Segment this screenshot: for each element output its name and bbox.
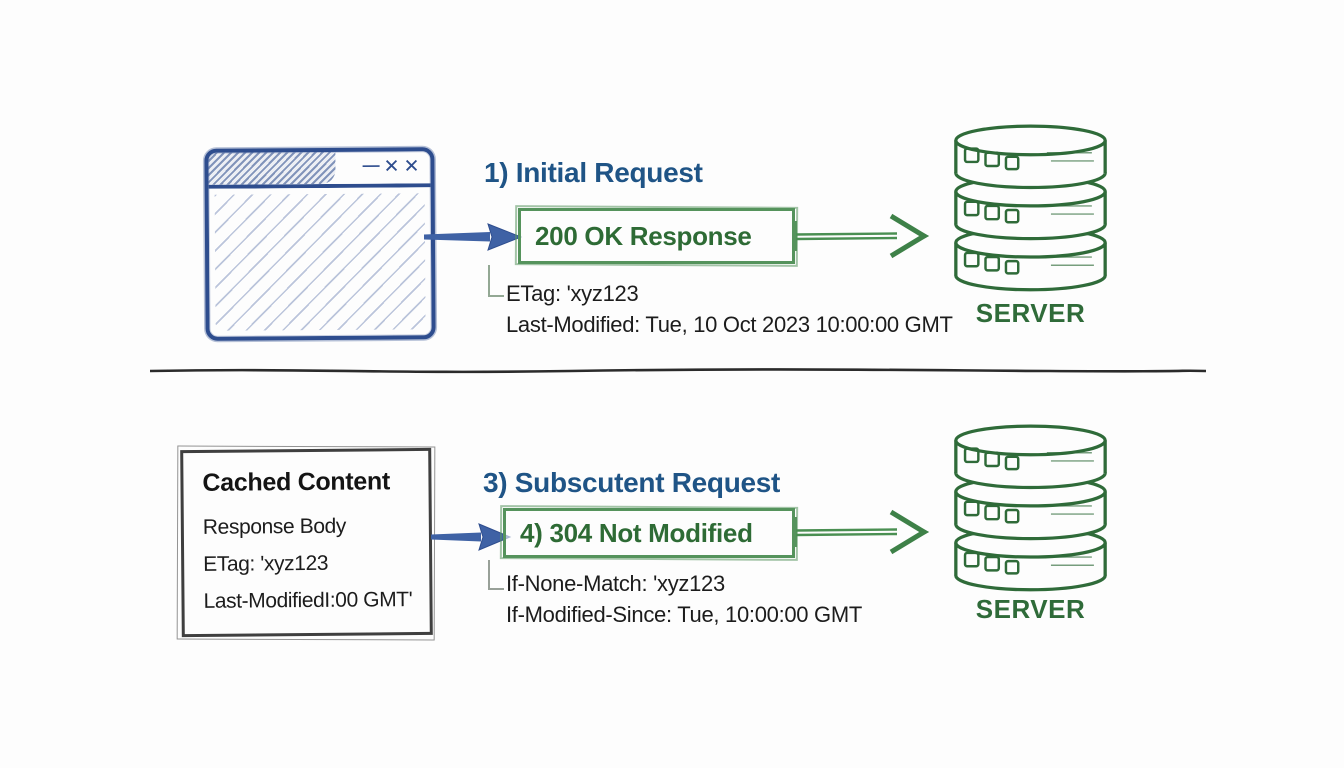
server-icon-top bbox=[954, 124, 1107, 292]
window-controls: —✕✕ bbox=[363, 153, 424, 181]
if-none-match-line: If-None-Match: 'xyz123 bbox=[506, 571, 725, 596]
step-label-initial-request: 1) Initial Request bbox=[484, 157, 703, 188]
browser-content-hatch bbox=[214, 193, 426, 331]
browser-window-icon: —✕✕ bbox=[204, 147, 436, 341]
response-box-200-ok: 200 OK Response bbox=[518, 208, 795, 264]
close-icon: ✕ bbox=[383, 156, 404, 178]
header-bracket-top bbox=[488, 265, 504, 297]
step-label-subsequent-request: 3) Subscutent Request bbox=[483, 467, 781, 498]
titlebar-hatch bbox=[208, 151, 336, 185]
close-icon: ✕ bbox=[403, 156, 424, 178]
section-divider bbox=[150, 368, 1206, 374]
cached-content-title: Cached Content bbox=[202, 467, 391, 497]
response-arrow-top bbox=[795, 213, 930, 259]
request-arrow-top bbox=[424, 223, 523, 251]
header-bracket-bottom bbox=[488, 560, 504, 590]
request-arrow-bottom bbox=[431, 523, 512, 551]
cache-response-body-line: Response Body bbox=[202, 514, 347, 539]
response-box-label: 200 OK Response bbox=[535, 220, 752, 251]
cache-last-modified-line: Last-ModifiedI:00 GMT' bbox=[203, 588, 413, 613]
cached-content-box: Cached Content Response Body ETag: 'xyz1… bbox=[180, 447, 433, 638]
etag-header-line: ETag: 'xyz123 bbox=[506, 281, 639, 306]
response-box-304: 4) 304 Not Modified bbox=[503, 508, 795, 558]
cache-etag-line: ETag: 'xyz123 bbox=[203, 551, 329, 576]
response-arrow-bottom bbox=[795, 509, 930, 555]
last-modified-header-line: Last-Modified: Tue, 10 Oct 2023 10:00:00… bbox=[506, 312, 953, 337]
server-label-bottom: SERVER bbox=[975, 594, 1086, 624]
server-icon-bottom bbox=[954, 424, 1107, 592]
response-box-label: 4) 304 Not Modified bbox=[520, 517, 753, 548]
if-modified-since-line: If-Modified-Since: Tue, 10:00:00 GMT bbox=[506, 602, 863, 627]
browser-titlebar: —✕✕ bbox=[208, 151, 431, 189]
minimize-icon: — bbox=[362, 155, 384, 175]
server-label-top: SERVER bbox=[975, 298, 1086, 328]
